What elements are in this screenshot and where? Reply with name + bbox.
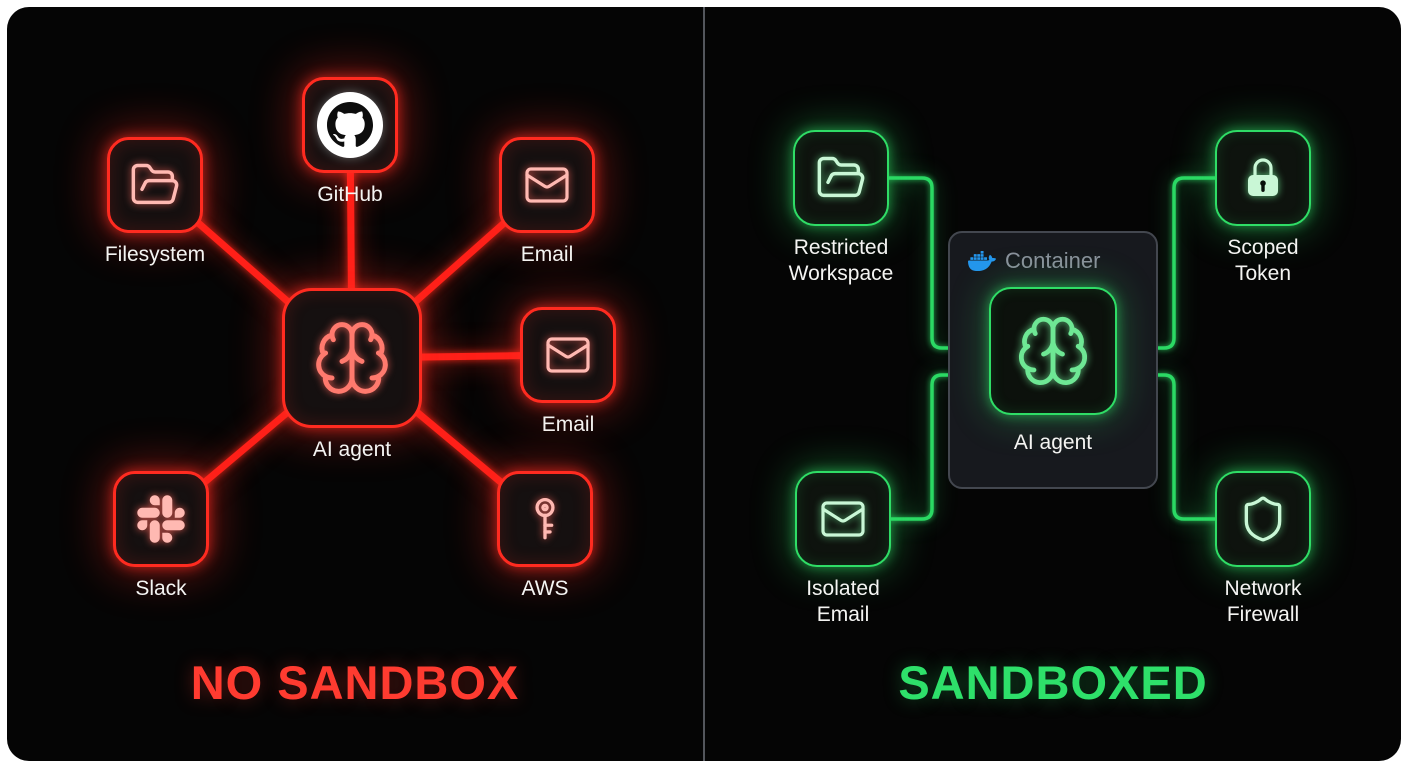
container-box: Container AI agent	[948, 231, 1158, 489]
wire-container-workspace	[887, 176, 950, 350]
brain-icon	[312, 318, 392, 398]
key-icon	[520, 494, 570, 544]
aws-icon-box	[497, 471, 593, 567]
node-label: Restricted Workspace	[788, 236, 894, 285]
node-ai-agent: AI agent	[282, 288, 422, 461]
mail-icon	[523, 161, 571, 209]
docker-icon	[968, 247, 996, 275]
workspace-icon-box	[793, 130, 889, 226]
node-label: Email	[541, 413, 595, 436]
node-filesystem: Filesystem	[105, 137, 205, 266]
container-label: Container	[1005, 248, 1101, 273]
ai-agent-icon-box	[282, 288, 422, 428]
node-label: Isolated Email	[806, 577, 880, 626]
node-isolated-email: Isolated Email	[795, 471, 891, 626]
mail-icon	[544, 331, 592, 379]
token-icon-box	[1215, 130, 1311, 226]
ai-agent-label: AI agent	[1013, 431, 1093, 454]
node-label: GitHub	[317, 183, 383, 206]
node-aws: AWS	[497, 471, 593, 600]
sandboxed-ai-agent-box	[989, 287, 1117, 415]
folder-icon	[815, 152, 867, 204]
sandboxed-title: SANDBOXED	[898, 656, 1208, 709]
panel-divider	[703, 7, 705, 761]
folder-icon	[129, 159, 181, 211]
filesystem-icon-box	[107, 137, 203, 233]
github-icon	[317, 92, 383, 158]
diagram-canvas: Filesystem GitHub Email	[7, 7, 1401, 761]
wire-container-firewall	[1156, 373, 1217, 521]
node-label: AI agent	[312, 438, 392, 461]
node-label: AWS	[521, 577, 569, 600]
node-github: GitHub	[302, 77, 398, 206]
firewall-icon-box	[1215, 471, 1311, 567]
shield-icon	[1238, 494, 1288, 544]
email-icon-box	[499, 137, 595, 233]
node-scoped-token: Scoped Token	[1215, 130, 1311, 285]
node-label: Filesystem	[104, 243, 206, 266]
lock-icon	[1239, 154, 1287, 202]
wire-container-email	[889, 373, 950, 521]
container-header: Container	[950, 233, 1156, 283]
node-email-top: Email	[499, 137, 595, 266]
node-label: Email	[520, 243, 574, 266]
node-label: Slack	[135, 577, 187, 600]
brain-icon	[1015, 313, 1091, 389]
github-icon-box	[302, 77, 398, 173]
node-slack: Slack	[113, 471, 209, 600]
mail-icon	[819, 495, 867, 543]
email-icon-box	[520, 307, 616, 403]
node-label: Scoped Token	[1227, 236, 1299, 285]
wire-container-token	[1156, 176, 1217, 350]
slack-icon	[137, 495, 185, 543]
slack-icon-box	[113, 471, 209, 567]
node-restricted-workspace: Restricted Workspace	[789, 130, 893, 285]
no-sandbox-title: NO SANDBOX	[190, 656, 520, 709]
node-label: Network Firewall	[1224, 577, 1302, 626]
node-email-right: Email	[520, 307, 616, 436]
isolated-email-icon-box	[795, 471, 891, 567]
node-network-firewall: Network Firewall	[1215, 471, 1311, 626]
